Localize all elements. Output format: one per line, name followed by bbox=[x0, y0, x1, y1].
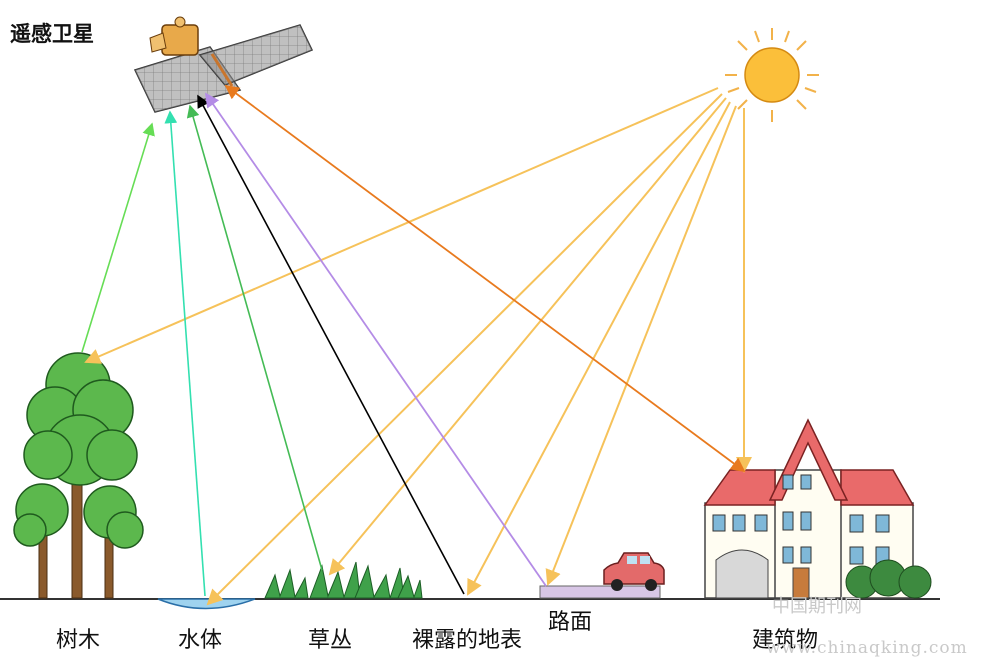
sunlight-ray-tree bbox=[84, 87, 719, 364]
car bbox=[603, 552, 665, 591]
trees bbox=[13, 352, 144, 599]
water-body bbox=[157, 598, 256, 610]
label-water: 水体 bbox=[178, 628, 223, 653]
label-grass: 草丛 bbox=[308, 628, 353, 653]
watermark-url: www.chinaqking.com bbox=[766, 638, 968, 658]
reflect-ray-building bbox=[224, 84, 746, 473]
label-road: 路面 bbox=[548, 610, 593, 635]
sunlight-ray-bare bbox=[467, 101, 731, 596]
building bbox=[703, 418, 932, 599]
sunlight-ray-water bbox=[206, 93, 723, 606]
reflect-ray-bare bbox=[197, 94, 465, 595]
satellite-icon bbox=[133, 16, 314, 113]
label-bare-ground: 裸露的地表 bbox=[412, 628, 523, 653]
sun-icon bbox=[725, 28, 819, 122]
road-surface bbox=[539, 585, 661, 599]
reflect-ray-tree bbox=[81, 122, 155, 353]
reflect-ray-grass bbox=[186, 104, 323, 571]
grass-clump bbox=[264, 561, 423, 599]
diagram-title: 遥感卫星 bbox=[10, 22, 94, 46]
watermark-cn: 中国期刊网 bbox=[772, 596, 862, 617]
reflect-ray-water bbox=[164, 110, 206, 597]
label-tree: 树木 bbox=[56, 628, 101, 653]
label-building: 建筑物 bbox=[752, 628, 819, 653]
